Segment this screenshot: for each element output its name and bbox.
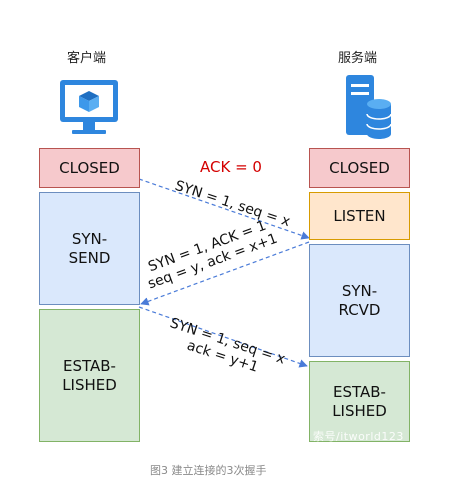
- server-database-icon: [346, 75, 392, 139]
- figure-caption: 图3 建立连接的3次握手: [150, 464, 267, 477]
- server-state-closed: CLOSED: [309, 148, 410, 188]
- arrow-syn-ack: [140, 241, 310, 306]
- server-state-listen: LISTEN: [309, 192, 410, 240]
- computer-cube-icon: [60, 80, 118, 134]
- client-state-established: ESTAB- LISHED: [39, 309, 140, 442]
- server-state-established: ESTAB- LISHED: [309, 361, 410, 442]
- watermark: 索号/itworld123: [313, 430, 404, 443]
- client-state-closed: CLOSED: [39, 148, 140, 188]
- server-state-syn-rcvd: SYN- RCVD: [309, 244, 410, 357]
- arrow-ack: [138, 306, 308, 368]
- client-state-syn-send: SYN- SEND: [39, 192, 140, 305]
- client-label: 客户端: [67, 51, 107, 66]
- ack-zero-label: ACK = 0: [200, 158, 262, 176]
- server-label: 服务端: [338, 51, 378, 66]
- arrow-syn: [138, 178, 310, 240]
